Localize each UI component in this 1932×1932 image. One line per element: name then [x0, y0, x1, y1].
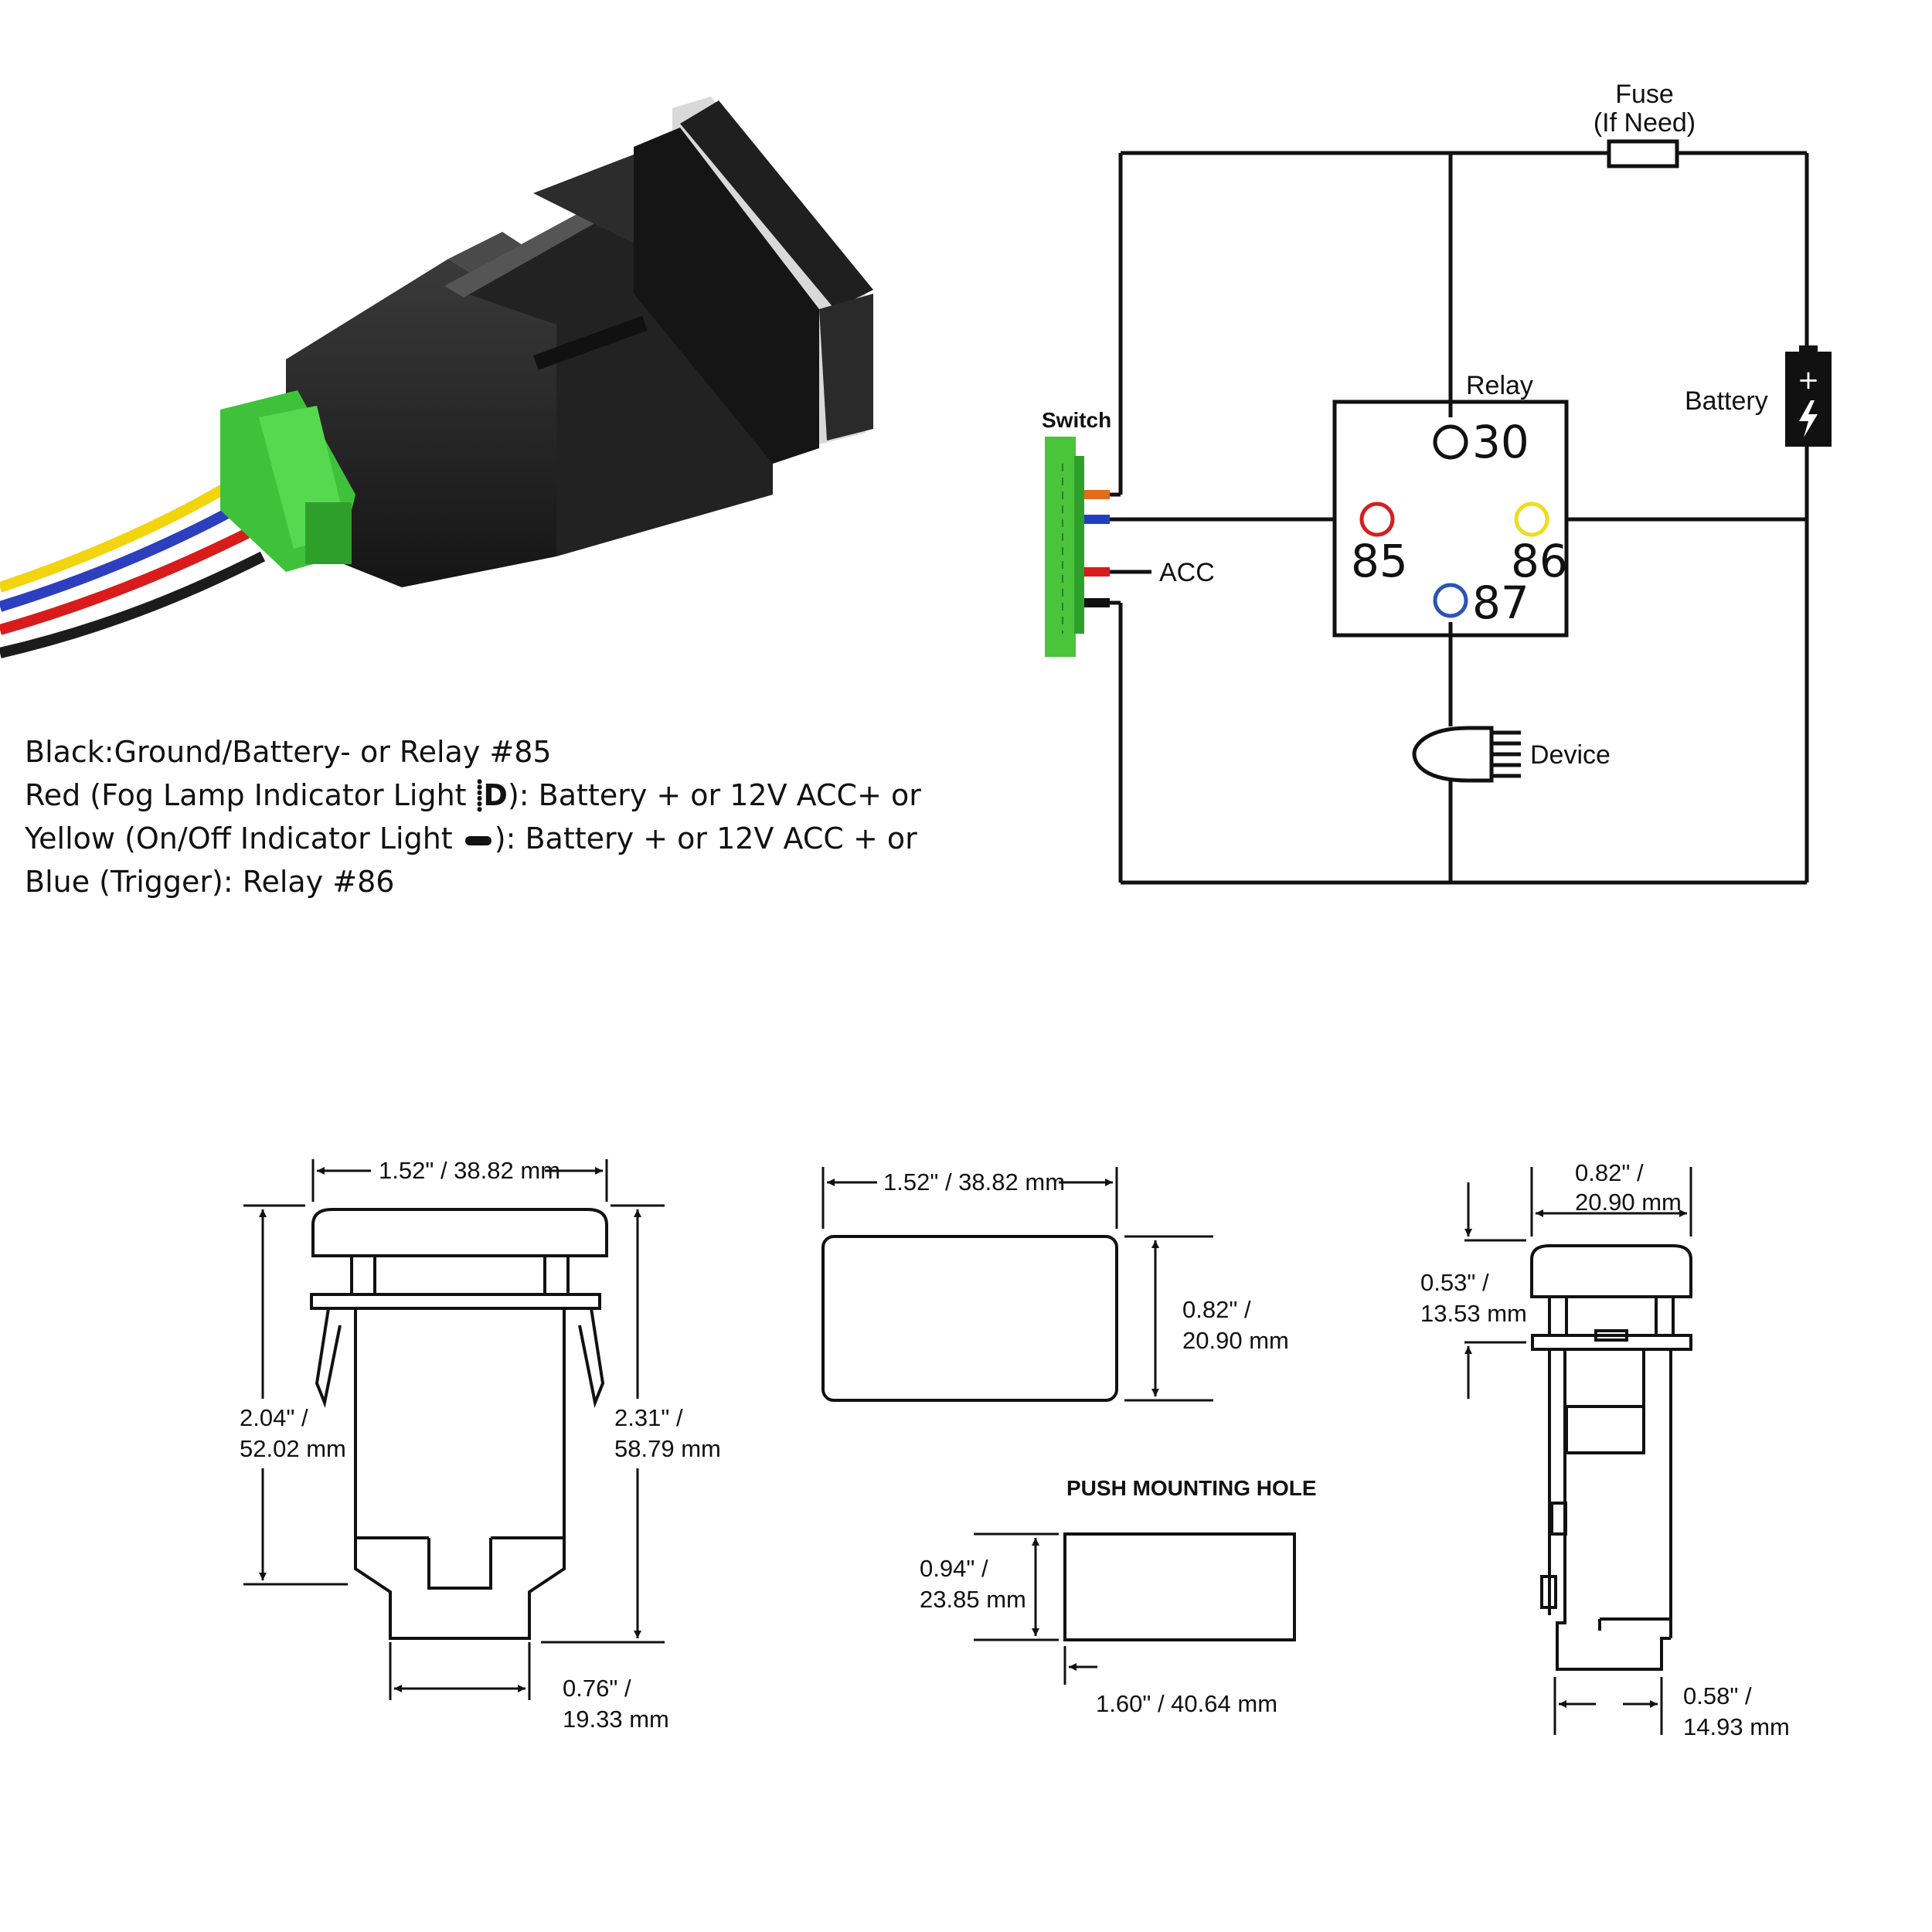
on-off-indicator-icon	[464, 835, 492, 845]
fuse-label: Fuse	[1615, 80, 1674, 109]
legend-black-wire: Black:Ground/Battery- or Relay #85	[25, 735, 552, 769]
legend-yellow-wire: Yellow (On/Off Indicator Light ): Batter…	[25, 817, 921, 860]
front-view-dimension-lines	[243, 1159, 665, 1700]
mount-height-line2: 23.85 mm	[920, 1586, 1026, 1613]
fuse-note-label: (If Need)	[1594, 108, 1696, 138]
wire-color-legend: Black:Ground/Battery- or Relay #85 Red (…	[25, 730, 921, 903]
mount-width-dimension: 1.60" / 40.64 mm	[1096, 1690, 1277, 1717]
side-bottom-line2: 14.93 mm	[1683, 1713, 1790, 1740]
top-height-line2: 20.90 mm	[1182, 1327, 1289, 1354]
switch-label: Switch	[1042, 408, 1111, 432]
front-bottom-line2: 19.33 mm	[563, 1706, 669, 1733]
relay-pin-85-ring	[1359, 502, 1395, 537]
top-width-dimension: 1.52" / 38.82 mm	[883, 1168, 1065, 1196]
side-view-dimension-lines	[1464, 1167, 1692, 1735]
front-height-b-line1: 2.31" /	[614, 1404, 683, 1431]
legend-red-text: Red (Fog Lamp Indicator Light	[25, 778, 476, 812]
front-bottom-line1: 0.76" /	[563, 1675, 631, 1702]
pin-87-label: 87	[1472, 577, 1529, 629]
top-height-line1: 0.82" /	[1182, 1296, 1251, 1323]
mount-hole-drawing	[974, 1532, 1296, 1685]
legend-red-tail: ): Battery + or 12V ACC+ or	[507, 778, 921, 812]
relay-pin-87-ring	[1433, 583, 1468, 618]
battery-icon: +	[1785, 345, 1832, 447]
side-width-line2: 20.90 mm	[1575, 1189, 1682, 1216]
relay-pin-30-ring	[1433, 424, 1468, 460]
legend-blue-wire: Blue (Trigger): Relay #86	[25, 865, 395, 899]
legend-yellow-tail: ): Battery + or 12V ACC + or	[494, 821, 917, 855]
switch-product-photo	[0, 97, 873, 658]
pin-86-label: 86	[1511, 535, 1568, 587]
acc-label: ACC	[1159, 558, 1215, 587]
top-view-drawing	[821, 1167, 1213, 1402]
wiring-diagram	[1084, 151, 1809, 885]
front-height-b-line2: 58.79 mm	[614, 1435, 721, 1462]
legend-yellow-text: Yellow (On/Off Indicator Light	[25, 821, 462, 855]
battery-label: Battery	[1685, 386, 1768, 416]
front-view-drawing	[310, 1208, 608, 1640]
pin-30-label: 30	[1472, 416, 1529, 468]
fuse-symbol	[1607, 139, 1679, 168]
side-depth-line1: 0.53" /	[1420, 1269, 1489, 1296]
side-bottom-line1: 0.58" /	[1683, 1682, 1752, 1709]
mount-height-line1: 0.94" /	[920, 1555, 988, 1582]
side-view-drawing	[1530, 1244, 1692, 1671]
pin-85-label: 85	[1351, 535, 1408, 587]
device-lamp-icon	[1412, 726, 1521, 783]
relay-pin-86-ring	[1514, 502, 1549, 537]
front-height-a-line1: 2.04" /	[240, 1404, 308, 1431]
front-height-a-line2: 52.02 mm	[240, 1435, 346, 1462]
side-depth-line2: 13.53 mm	[1420, 1300, 1527, 1327]
front-width-dimension: 1.52" / 38.82 mm	[379, 1157, 560, 1184]
legend-red-wire: Red (Fog Lamp Indicator Light ⸽D): Batte…	[25, 774, 921, 817]
svg-text:+: +	[1798, 365, 1820, 396]
relay-label: Relay	[1466, 371, 1533, 400]
fog-lamp-icon: ⸽D	[475, 778, 508, 812]
switch-connector-icon	[1045, 437, 1110, 657]
side-width-line1: 0.82" /	[1575, 1159, 1644, 1186]
mount-title: PUSH MOUNTING HOLE	[1066, 1476, 1317, 1500]
device-label: Device	[1530, 740, 1611, 770]
